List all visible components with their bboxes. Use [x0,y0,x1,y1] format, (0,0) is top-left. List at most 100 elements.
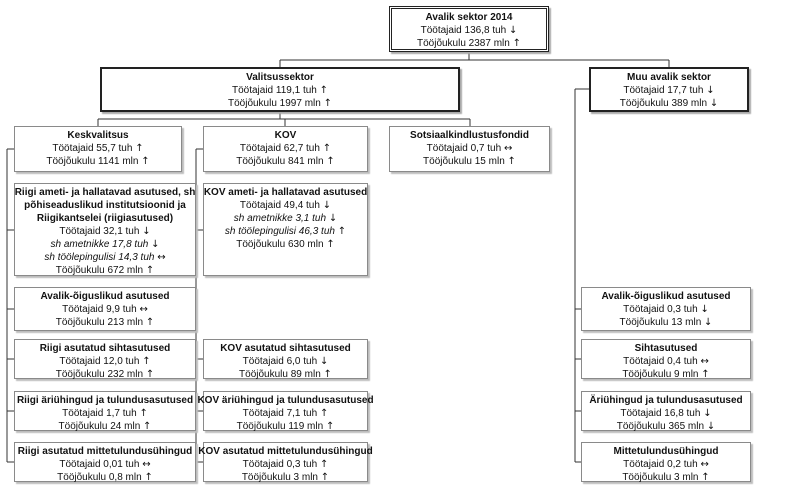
metric-text: sh töölepingulisi 46,3 tuh [224,226,335,237]
arrow-up-icon: ↑ [325,421,335,432]
metric-text: Töötajaid 9,9 tuh [62,304,137,315]
node-metric: Töötajaid 7,1 tuh ↑ [243,407,329,420]
arrow-up-icon: ↑ [320,472,330,483]
node-metric: Töötajaid 0,4 tuh ↔ [623,355,709,368]
arrow-down-icon: ↓ [703,408,712,419]
node-metric: Tööjõukulu 1997 mln ↑ [228,97,332,110]
metric-text: Tööjõukulu 213 mln [55,317,144,328]
arrow-up-icon: ↑ [145,369,155,380]
metric-text: Töötajaid 0,01 tuh [59,459,140,470]
node-title: Valitsussektor [246,72,314,83]
metric-text: Töötajaid 0,2 tuh [623,459,698,470]
metric-text: sh ametnikke 17,8 tuh [50,239,149,250]
metric-text: Tööjõukulu 1141 mln [46,156,139,167]
node-metric: Töötajaid 9,9 tuh ↔ [62,303,148,316]
node-metric: Tööjõukulu 9 mln ↑ [622,368,709,381]
node-metric: Tööjõukulu 119 mln ↑ [237,420,335,433]
metric-text: Tööjõukulu 24 mln [58,421,141,432]
node-metric: Tööjõukulu 213 mln ↑ [56,316,154,329]
node-metric: Töötajaid 119,1 tuh ↑ [232,84,328,97]
node-title: Riigi asutatud mittetulundusühingud [17,446,193,457]
node-metric: Töötajaid 32,1 tuh ↓ [59,225,150,238]
node-title: Avalik-õiguslikud asutused [40,291,170,302]
node-title: Avalik-õiguslikud asutused [601,291,731,302]
metric-text: Töötajaid 62,7 tuh [239,143,320,154]
node-metric: Töötajaid 0,01 tuh ↔ [59,458,150,471]
node-title: Äriühingud ja tulundusasutused [589,395,743,406]
metric-text: Tööjõukulu 15 mln [423,156,505,167]
node-metric: Tööjõukulu 672 mln ↑ [56,264,154,277]
metric-text: sh töölepingulisi 14,3 tuh [44,252,155,263]
metric-text: Töötajaid 0,7 tuh [426,143,502,154]
metric-text: Tööjõukulu 3 mln [622,472,699,483]
node-metric: Töötajaid 0,2 tuh ↔ [623,458,709,471]
node-metric: Tööjõukulu 15 mln ↑ [423,155,516,168]
arrow-up-icon: ↑ [323,369,332,380]
metric-text: Töötajaid 49,4 tuh [239,200,320,211]
arrow-up-icon: ↑ [319,85,329,96]
arrow-left-right-icon: ↔ [157,252,166,263]
node-metric: Töötajaid 49,4 tuh ↓ [240,199,331,212]
arrow-down-icon: ↓ [706,85,715,96]
arrow-left-right-icon: ↔ [700,459,709,470]
node-title: KOV asutatud mittetulundusühingud [198,446,373,457]
arrow-up-icon: ↑ [139,408,148,419]
node-title: Riigikantselei (riigiasutused) [36,213,174,224]
metric-text: Tööjõukulu 89 mln [239,369,321,380]
metric-text: Tööjõukulu 630 mln [236,239,324,250]
arrow-down-icon: ↓ [700,304,709,315]
node-title: Riigi äriühingud ja tulundusasutused [16,395,194,406]
metric-text: Tööjõukulu 232 mln [55,369,144,380]
node-metric: sh töölepingulisi 46,3 tuh ↑ [225,225,346,238]
metric-text: Tööjõukulu 0,8 mln [57,472,142,483]
node-metric: Töötajaid 17,7 tuh ↓ [623,84,714,97]
arrow-down-icon: ↓ [706,421,716,432]
metric-text: Töötajaid 12,0 tuh [59,356,140,367]
metric-text: Tööjõukulu 841 mln [236,156,324,167]
arrow-up-icon: ↑ [135,143,144,154]
node-metric: Tööjõukulu 3 mln ↑ [622,471,709,484]
node-metric: Tööjõukulu 13 mln ↓ [620,316,713,329]
arrow-up-icon: ↑ [319,459,329,470]
arrow-up-icon: ↑ [326,156,335,167]
metric-text: Töötajaid 136,8 tuh [420,25,507,36]
node-metric: Tööjõukulu 630 mln ↑ [236,238,334,251]
arrow-down-icon: ↓ [151,239,160,250]
node-metric: Töötajaid 0,3 tuh ↓ [623,303,709,316]
node-metric: Töötajaid 0,3 tuh ↑ [243,458,329,471]
node-metric: sh ametnikke 17,8 tuh ↓ [50,238,159,251]
arrow-up-icon: ↑ [144,472,153,483]
arrow-left-right-icon: ↔ [503,143,513,154]
node-metric: Tööjõukulu 841 mln ↑ [236,155,334,168]
arrow-up-icon: ↑ [319,408,329,419]
node-title: Riigi asutatud sihtasutused [39,343,171,354]
arrow-up-icon: ↑ [512,38,521,49]
metric-text: Tööjõukulu 2387 mln [416,38,510,49]
metric-text: Tööjõukulu 9 mln [622,369,699,380]
metric-text: Töötajaid 1,7 tuh [62,408,137,419]
node-title: Keskvalitsus [67,130,129,141]
metric-text: Tööjõukulu 1997 mln [227,98,321,109]
node-metric: Tööjõukulu 3 mln ↑ [242,471,329,484]
metric-text: Töötajaid 16,8 tuh [620,408,701,419]
node-metric: Tööjõukulu 1141 mln ↑ [46,155,149,168]
metric-text: sh ametnikke 3,1 tuh [233,213,327,224]
arrow-up-icon: ↑ [701,472,710,483]
metric-text: Töötajaid 17,7 tuh [623,85,704,96]
node-metric: Töötajaid 136,8 tuh ↓ [421,24,518,37]
metric-text: Töötajaid 7,1 tuh [242,408,318,419]
node-title: KOV ameti- ja hallatavad asutused [203,187,368,198]
arrow-up-icon: ↑ [507,156,516,167]
